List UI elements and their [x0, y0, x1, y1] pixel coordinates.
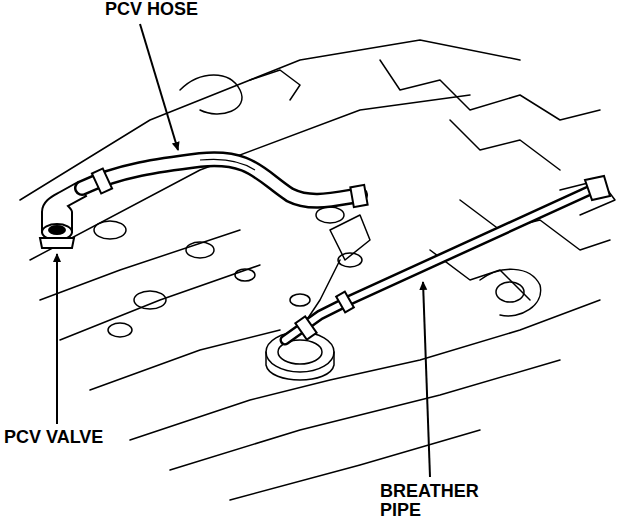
part-label: PCV VALVE — [2, 428, 105, 447]
part-label: BREATHER PIPE — [378, 482, 481, 520]
part-label: PCV HOSE — [103, 0, 200, 19]
